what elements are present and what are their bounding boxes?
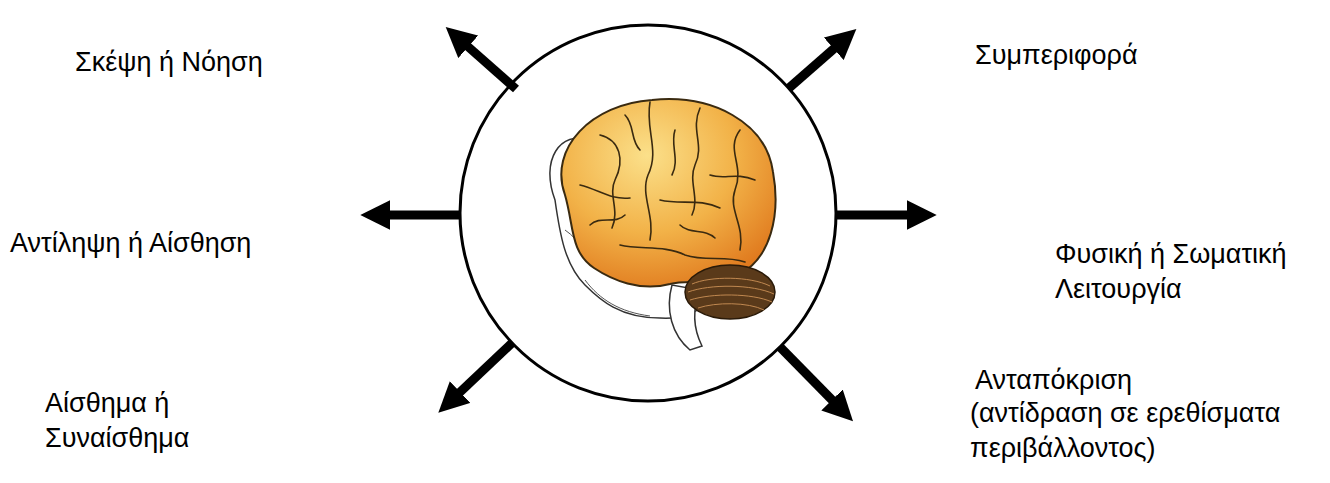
brain [550,99,776,350]
function-label: Αίσθημα ή Συναίσθημα [45,386,205,456]
arrow [780,347,835,403]
arrow [836,211,911,220]
function-label: Συμπεριφορά [975,38,1138,73]
function-label: (αντίδραση σε ερεθίσματα περιβάλλοντος) [970,396,1322,466]
function-label: Αντίληψη ή Αίσθηση [10,226,251,261]
arrow [457,343,512,395]
arrow [386,211,460,220]
function-label: Φυσική ή Σωματική Λειτουργία [1055,237,1317,307]
brain-circle [460,25,836,401]
arrow [465,44,516,89]
function-label: Ανταπόκριση [975,363,1132,398]
arrow [789,46,837,88]
function-label: Σκέψη ή Νόηση [75,45,263,80]
arrows [386,44,911,403]
